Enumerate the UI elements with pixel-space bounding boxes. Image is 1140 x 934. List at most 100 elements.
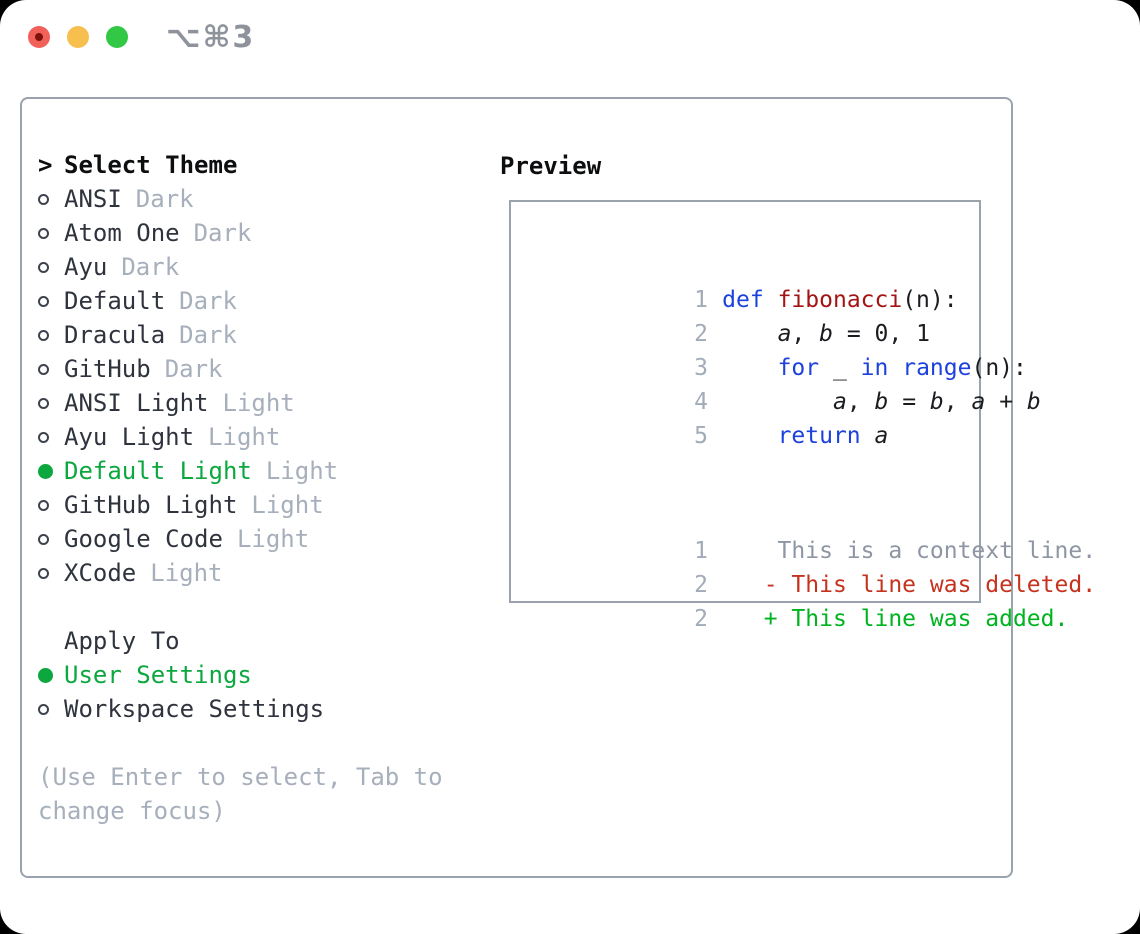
theme-variant: Dark xyxy=(135,185,194,213)
theme-picker-panel: > Select Theme ANSI Dark Atom On xyxy=(20,97,1096,878)
radio-cell xyxy=(38,463,64,479)
theme-name: GitHub xyxy=(64,355,151,383)
apply-to-option[interactable]: Workspace Settings xyxy=(38,692,490,726)
radio-icon xyxy=(38,193,49,205)
theme-list-column: > Select Theme ANSI Dark Atom On xyxy=(38,148,490,828)
theme-option[interactable]: GitHub Light Light xyxy=(38,488,490,522)
theme-variant: Light xyxy=(150,559,223,587)
line-number: 5 xyxy=(694,423,709,449)
theme-option[interactable]: Default Dark xyxy=(38,284,490,318)
radio-icon xyxy=(38,261,49,273)
radio-icon xyxy=(38,499,49,511)
radio-icon xyxy=(38,363,49,375)
radio-icon xyxy=(38,703,49,715)
theme-name: Google Code xyxy=(64,525,223,553)
theme-variant: Light xyxy=(265,457,339,485)
diff-text: This is a context line. xyxy=(722,538,1097,564)
diff-preview: 1 This is a context line. 2 - This line … xyxy=(511,453,1096,632)
radio-cell xyxy=(38,703,64,715)
theme-name: Ayu xyxy=(64,253,108,281)
code-line: 3 for _ in range(n): xyxy=(528,317,1027,381)
code-text: def fibonacci(n): xyxy=(722,287,958,313)
theme-option[interactable]: XCode Light xyxy=(38,556,490,590)
theme-name: Atom One xyxy=(64,219,180,247)
apply-to-option[interactable]: User Settings xyxy=(38,658,490,692)
theme-name: Default xyxy=(64,287,166,315)
theme-name: ANSI Light xyxy=(64,389,209,417)
zoom-button[interactable] xyxy=(106,26,128,48)
help-text: (Use Enter to select, Tab to change focus… xyxy=(38,760,490,828)
help-text-line: change focus) xyxy=(38,797,226,825)
radio-icon xyxy=(38,463,53,479)
radio-cell xyxy=(38,499,64,511)
theme-option[interactable]: Default Light Light xyxy=(38,454,490,488)
theme-variant: Dark xyxy=(164,355,223,383)
radio-cell xyxy=(38,261,64,273)
theme-variant: Dark xyxy=(121,253,180,281)
line-number: 1 xyxy=(694,538,709,564)
line-number: 2 xyxy=(694,606,709,632)
theme-option[interactable]: Ayu Light Light xyxy=(38,420,490,454)
close-button[interactable] xyxy=(28,26,50,48)
code-text: a, b = 0, 1 xyxy=(777,321,930,347)
theme-name: Dracula xyxy=(64,321,166,349)
preview-title: Preview xyxy=(500,152,602,180)
theme-variant: Dark xyxy=(193,219,252,247)
theme-name: XCode xyxy=(64,559,137,587)
diff-line: 1 This is a context line. xyxy=(528,500,1096,564)
theme-list-header: > Select Theme xyxy=(38,148,490,182)
radio-cell xyxy=(38,227,64,239)
radio-cell xyxy=(38,363,64,375)
theme-option[interactable]: Dracula Dark xyxy=(38,318,490,352)
radio-icon xyxy=(38,397,49,409)
line-number: 3 xyxy=(694,355,709,381)
theme-option[interactable]: GitHub Dark xyxy=(38,352,490,386)
theme-option[interactable]: ANSI Light Light xyxy=(38,386,490,420)
diff-text: + This line was added. xyxy=(722,606,1069,632)
theme-option[interactable]: ANSI Dark xyxy=(38,182,490,216)
radio-cell xyxy=(38,431,64,443)
help-text-line: (Use Enter to select, Tab to xyxy=(38,763,443,791)
radio-icon xyxy=(38,431,49,443)
prompt-icon: > xyxy=(38,151,53,179)
line-number: 2 xyxy=(694,321,709,347)
window-hotkey-label: ⌥⌘3 xyxy=(166,20,256,55)
theme-option[interactable]: Ayu Dark xyxy=(38,250,490,284)
radio-cell xyxy=(38,397,64,409)
theme-variant: Dark xyxy=(179,287,237,315)
line-number: 2 xyxy=(694,572,709,598)
theme-name: ANSI xyxy=(64,185,122,213)
code-text: for _ in range(n): xyxy=(777,355,1027,381)
theme-option[interactable]: Atom One Dark xyxy=(38,216,490,250)
code-text: a, b = b, a + b xyxy=(832,389,1041,415)
apply-to-label: Workspace Settings xyxy=(64,695,325,723)
theme-variant: Light xyxy=(236,525,310,553)
theme-name: Default Light xyxy=(64,457,252,485)
diff-line: 2 + This line was added. xyxy=(528,568,1068,632)
radio-icon xyxy=(38,227,49,239)
theme-variant: Light xyxy=(222,389,295,417)
radio-cell xyxy=(38,295,64,307)
line-number: 4 xyxy=(694,389,709,415)
theme-name: Ayu Light xyxy=(64,423,195,451)
theme-list: ANSI Dark Atom One Dark Ayu Dark xyxy=(38,182,490,590)
radio-cell xyxy=(38,567,64,579)
radio-cell xyxy=(38,329,64,341)
theme-option[interactable]: Google Code Light xyxy=(38,522,490,556)
radio-icon xyxy=(38,667,53,683)
apply-to-title: Apply To xyxy=(64,627,180,655)
code-line: 5 return a xyxy=(528,385,973,449)
theme-list-title: Select Theme xyxy=(64,151,238,179)
radio-icon xyxy=(38,295,49,307)
radio-icon xyxy=(38,329,49,341)
apply-to-label: User Settings xyxy=(64,661,252,689)
theme-variant: Dark xyxy=(179,321,237,349)
theme-variant: Light xyxy=(251,491,324,519)
theme-variant: Light xyxy=(208,423,281,451)
minimize-button[interactable] xyxy=(67,26,89,48)
apply-to-list: User Settings Workspace Settings xyxy=(38,658,490,726)
radio-cell xyxy=(38,193,64,205)
